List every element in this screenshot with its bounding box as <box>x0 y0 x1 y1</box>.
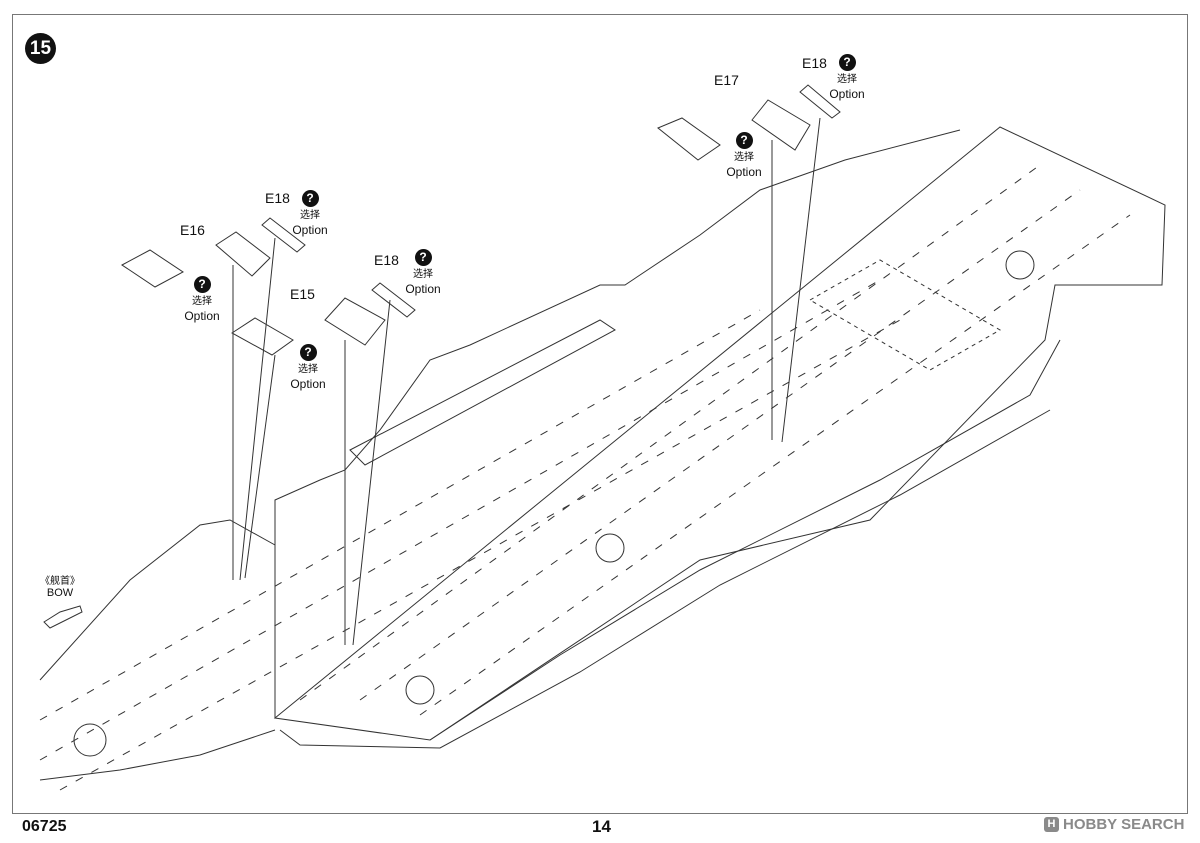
part-label-e17: E17 <box>714 72 739 88</box>
question-icon: ? <box>299 344 317 361</box>
option-cn: 选择 <box>413 269 433 280</box>
option-badge: ? 选择 Option <box>714 132 774 179</box>
option-cn: 选择 <box>192 296 212 307</box>
option-en: Option <box>726 165 762 179</box>
starboard-edge <box>429 339 1061 741</box>
centerline-2 <box>359 189 1081 701</box>
question-icon: ? <box>301 190 319 207</box>
option-cn: 选择 <box>300 210 320 221</box>
leader-e18b <box>352 299 391 646</box>
option-en: Option <box>290 377 326 391</box>
question-icon: ? <box>414 249 432 266</box>
landing-spot-2 <box>595 533 625 563</box>
option-en: Option <box>829 87 865 101</box>
question-icon: ? <box>838 54 856 71</box>
part-e16b-shape <box>215 231 271 277</box>
angled-deck-line-1 <box>39 309 761 721</box>
leader-e18c <box>781 117 821 443</box>
leader-e15 <box>244 354 276 579</box>
part-label-e18-a: E18 <box>265 190 290 206</box>
part-e18b-shape <box>371 282 416 318</box>
watermark-text: HOBBY SEARCH <box>1063 816 1185 833</box>
forward-deck <box>39 519 276 681</box>
landing-spot-1 <box>1005 250 1035 280</box>
step-number-badge: 15 <box>25 33 56 64</box>
page-number: 14 <box>592 817 611 836</box>
part-label-e18-c: E18 <box>802 55 827 71</box>
angled-deck-line-2 <box>39 279 881 761</box>
option-en: Option <box>184 309 220 323</box>
landing-spot-4 <box>73 723 107 757</box>
bow-label-en: BOW <box>46 587 74 599</box>
centerline-1 <box>299 164 1041 701</box>
option-en: Option <box>405 282 441 296</box>
part-e16-shape <box>121 249 184 288</box>
option-cn: 选择 <box>298 364 318 375</box>
hobby-search-logo-icon: H <box>1044 817 1059 832</box>
bow-label-cn: 《舰首》 <box>40 576 80 587</box>
option-badge: ? 选择 Option <box>393 249 453 296</box>
angled-deck-line-3 <box>59 319 901 791</box>
part-e15-shape <box>231 317 294 356</box>
question-icon: ? <box>735 132 753 149</box>
elevator-recess <box>349 319 616 466</box>
landing-spot-3 <box>405 675 435 705</box>
part-label-e16: E16 <box>180 222 205 238</box>
flight-deck-outline <box>273 126 1166 741</box>
product-code: 06725 <box>22 818 67 835</box>
forward-deck-lower <box>39 729 276 781</box>
part-e17-shape <box>657 117 721 161</box>
part-e18c-shape <box>799 84 841 119</box>
part-e15b-shape <box>324 297 386 346</box>
watermark: H HOBBY SEARCH <box>1044 816 1184 833</box>
page-frame <box>12 14 1188 814</box>
part-e17b-shape <box>751 99 811 151</box>
option-badge: ? 选择 Option <box>817 54 877 101</box>
hull-side <box>279 409 1051 749</box>
option-cn: 选择 <box>734 152 754 163</box>
bow-arrow <box>43 605 83 629</box>
option-badge: ? 选择 Option <box>278 344 338 391</box>
part-label-e18-b: E18 <box>374 252 399 268</box>
leader-e18a <box>239 237 276 581</box>
bow-label: 《舰首》 BOW <box>40 572 80 599</box>
option-cn: 选择 <box>837 74 857 85</box>
option-en: Option <box>292 223 328 237</box>
port-side-edge <box>274 129 961 718</box>
part-label-e15: E15 <box>290 286 315 302</box>
option-badge: ? 选择 Option <box>280 190 340 237</box>
option-badge: ? 选择 Option <box>172 276 232 323</box>
deck-grid <box>809 259 1001 371</box>
centerline-3 <box>419 214 1131 716</box>
question-icon: ? <box>193 276 211 293</box>
part-e18a-shape <box>261 217 306 253</box>
